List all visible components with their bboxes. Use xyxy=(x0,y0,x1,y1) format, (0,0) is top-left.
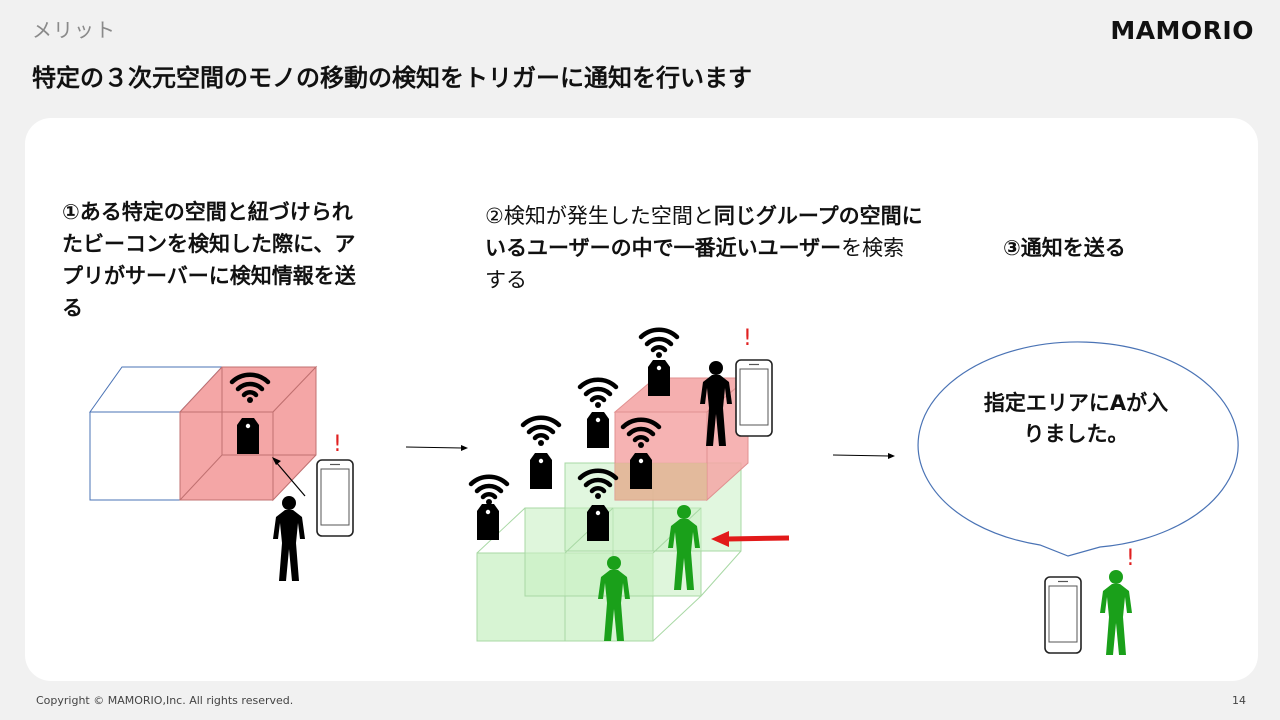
person-icon xyxy=(1100,570,1132,655)
wifi-icon xyxy=(471,477,507,505)
left-cube-scene xyxy=(89,365,318,502)
wifi-icon xyxy=(523,418,559,446)
page-title: 特定の３次元空間のモノの移動の検知をトリガーに通知を行います xyxy=(32,64,752,92)
page-number: 14 xyxy=(1232,694,1246,707)
person-icon xyxy=(273,496,305,581)
phone-icon xyxy=(316,459,354,537)
tag-icon xyxy=(587,412,609,448)
brand-logo: MAMORIO xyxy=(1110,16,1254,45)
bubble-line-1: 指定エリアにAが入 xyxy=(983,391,1169,415)
phone-icon xyxy=(1044,576,1082,654)
step-2-text-a: ②検知が発生した空間と xyxy=(485,204,714,228)
tag-icon xyxy=(648,360,670,396)
bubble-line-2: りました。 xyxy=(1023,422,1129,446)
step-2-text-bold: 同じグループの空間にいるユーザーの中で一番近いユーザー xyxy=(485,204,923,260)
step-2-text: ②検知が発生した空間と同じグループの空間にいるユーザーの中で一番近いユーザーを検… xyxy=(485,200,925,296)
highlight-arrow xyxy=(711,531,790,547)
alert-mark: ! xyxy=(1126,546,1135,571)
flow-arrow-2 xyxy=(832,453,895,459)
detect-arrow xyxy=(275,461,306,497)
alert-mark: ! xyxy=(333,432,342,457)
tag-icon xyxy=(237,418,259,454)
speech-bubble xyxy=(917,341,1239,557)
alert-mark: ! xyxy=(743,326,752,351)
tag-icon xyxy=(630,453,652,489)
bubble-text: 指定エリアにAが入 りました。 xyxy=(940,388,1212,450)
tag-icon xyxy=(477,504,499,540)
phone-icon xyxy=(735,359,773,437)
step-2-text-c: を検索する xyxy=(485,236,905,292)
step-1-text: ①ある特定の空間と紐づけられたビーコンを検知した際に、アプリがサーバーに検知情報… xyxy=(62,200,356,320)
tag-icon xyxy=(530,453,552,489)
step-3-text: ③通知を送る xyxy=(1003,236,1126,260)
wifi-icon xyxy=(641,330,677,358)
tag-icon xyxy=(587,505,609,541)
wifi-icon xyxy=(580,380,616,408)
section-label: メリット xyxy=(32,18,116,42)
footer-copyright: Copyright © MAMORIO,Inc. All rights rese… xyxy=(36,694,294,707)
flow-arrow-1 xyxy=(405,445,468,451)
